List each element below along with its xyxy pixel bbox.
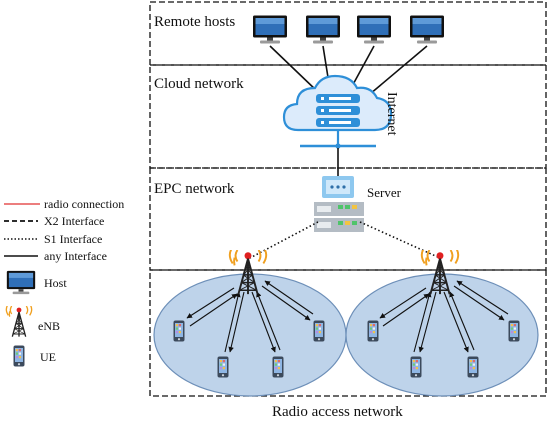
- legend-x2-label: X2 Interface: [44, 214, 104, 228]
- right-cell-links: [379, 280, 509, 353]
- host-2-icon: [306, 15, 340, 44]
- ue-icon: [217, 356, 229, 378]
- ue-icon: [367, 320, 379, 342]
- ue-icon: [410, 356, 422, 378]
- legend-any-label: any Interface: [44, 249, 107, 263]
- ue-icon: [313, 320, 325, 342]
- server-label: Server: [367, 185, 402, 200]
- legend-host-label: Host: [44, 276, 67, 290]
- host-3-icon: [357, 15, 391, 44]
- s1-links: [249, 221, 441, 259]
- ue-icon: [467, 356, 479, 378]
- radio-access-network-region: [149, 269, 547, 397]
- remote-hosts-title: Remote hosts: [154, 14, 235, 30]
- legend-host-icon: [6, 270, 36, 295]
- host-1-icon: [253, 15, 287, 44]
- epc-network-title: EPC network: [154, 181, 235, 197]
- cloud-icon: [282, 74, 393, 149]
- legend-s1-label: S1 Interface: [44, 232, 102, 246]
- legend: radio connection X2 Interface S1 Interfa…: [4, 197, 124, 367]
- legend-ue-label: UE: [40, 350, 56, 364]
- cell-right: [345, 273, 539, 397]
- left-cell-links: [186, 280, 314, 353]
- legend-radio-label: radio connection: [44, 197, 124, 211]
- cloud-network-title: Cloud network: [154, 76, 244, 92]
- internet-label: Internet: [384, 92, 399, 136]
- server-icon: [314, 176, 364, 232]
- ue-icon: [272, 356, 284, 378]
- legend-enb-icon: [5, 306, 33, 338]
- legend-enb-label: eNB: [38, 319, 60, 333]
- legend-ue-icon: [13, 345, 25, 367]
- radio-access-network-title: Radio access network: [272, 404, 403, 420]
- ue-icon: [173, 320, 185, 342]
- ue-icon: [508, 320, 520, 342]
- host-4-icon: [410, 15, 444, 44]
- remote-hosts-region: [149, 1, 547, 66]
